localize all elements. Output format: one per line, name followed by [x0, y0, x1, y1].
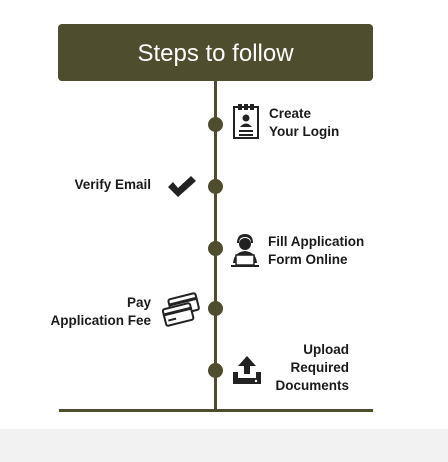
step-2-line-1: Verify Email — [74, 177, 151, 192]
step-5-line-1: Upload — [303, 342, 349, 357]
footer-band — [0, 429, 448, 462]
step-4-line-2: Application Fee — [50, 313, 151, 328]
step-1-dot — [208, 117, 223, 132]
step-1-line-1: Create — [269, 106, 312, 121]
user-computer-icon — [231, 234, 259, 267]
step-2-dot — [208, 179, 223, 194]
step-5-line-2: Required — [290, 360, 349, 375]
upload-icon — [233, 356, 261, 384]
page-title: Steps to follow — [137, 39, 294, 67]
step-1-line-2: Your Login — [269, 124, 340, 139]
credit-card-icon — [162, 292, 200, 327]
step-3-line-2: Form Online — [268, 252, 348, 267]
step-4-label: Pay Application Fee — [50, 294, 151, 330]
step-3-line-1: Fill Application — [268, 234, 365, 249]
step-2-label: Verify Email — [74, 176, 151, 194]
step-3-label: Fill Application Form Online — [268, 233, 364, 269]
checkmark-icon — [168, 176, 196, 197]
timeline-base-line — [59, 409, 373, 412]
step-5-line-3: Documents — [275, 378, 349, 393]
steps-header: Steps to follow — [58, 24, 373, 81]
step-3-dot — [208, 241, 223, 256]
step-1-label: Create Your Login — [269, 105, 339, 141]
step-4-line-1: Pay — [126, 295, 151, 310]
step-5-label: Upload Required Documents — [275, 341, 349, 395]
step-5-dot — [208, 363, 223, 378]
resume-document-icon — [233, 104, 259, 139]
step-4-dot — [208, 301, 223, 316]
